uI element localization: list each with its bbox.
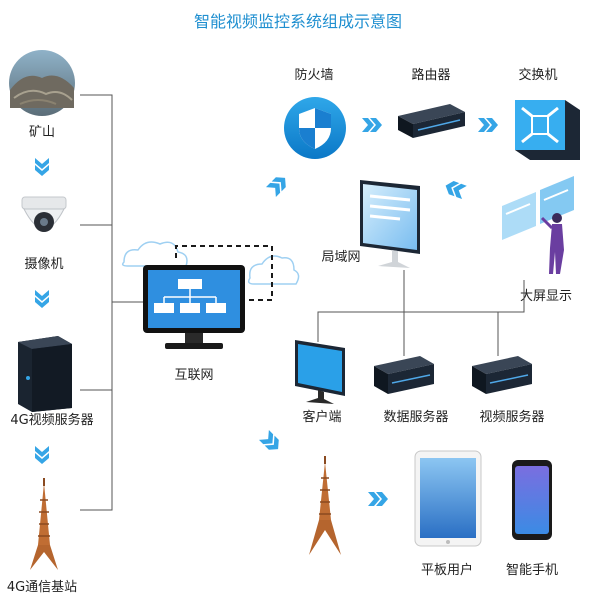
dashed-link-line xyxy=(175,245,273,301)
arrow-down-icon xyxy=(35,158,49,176)
data-server-label: 数据服务器 xyxy=(383,409,448,425)
client-monitor-icon xyxy=(295,340,345,404)
cloud-icon xyxy=(121,241,188,267)
arrow-down-icon xyxy=(35,446,49,464)
left-bracket-connector xyxy=(80,94,145,511)
base-station-tower-icon xyxy=(30,478,58,570)
mine-photo xyxy=(9,50,75,116)
arrow-right-icon xyxy=(478,118,498,132)
video-server-icon xyxy=(472,356,532,394)
internet-monitor-icon xyxy=(143,265,245,349)
switch-icon xyxy=(515,100,580,160)
video-server-label: 视频服务器 xyxy=(479,409,544,425)
cloud-icon xyxy=(247,255,300,285)
switch-label: 交换机 xyxy=(518,67,557,83)
router-label: 路由器 xyxy=(411,67,450,83)
tablet-icon xyxy=(414,450,482,547)
lan-label: 局域网 xyxy=(321,250,360,265)
arrow-right-icon xyxy=(362,118,382,132)
tower-server-icon xyxy=(18,336,72,412)
arrow-left-icon xyxy=(443,179,467,199)
base-station-4g-label: 4G通信基站 xyxy=(7,580,77,595)
smartphone-label: 智能手机 xyxy=(506,563,558,578)
big-screen-label: 大屏显示 xyxy=(520,289,572,304)
base-station-tower-icon xyxy=(309,456,341,555)
client-label: 客户端 xyxy=(302,409,341,425)
internet-label: 互联网 xyxy=(174,368,213,383)
arrow-down-icon xyxy=(35,290,49,308)
smartphone-icon xyxy=(512,460,552,540)
page-title: 智能视频监控系统组成示意图 xyxy=(194,12,402,31)
arrow-down-right-icon xyxy=(258,429,284,455)
firewall-label: 防火墙 xyxy=(294,67,333,83)
router-icon xyxy=(398,104,465,138)
arrow-right-icon xyxy=(368,492,388,506)
firewall-shield-icon xyxy=(284,97,346,159)
lan-monitor-icon xyxy=(360,180,420,268)
dome-camera-icon xyxy=(21,196,67,232)
big-screen-display-icon xyxy=(502,176,574,274)
lan-tree-lines xyxy=(317,270,525,356)
tablet-user-label: 平板用户 xyxy=(421,562,473,578)
video-server-4g-label: 4G视频服务器 xyxy=(10,412,93,428)
mine-label: 矿山 xyxy=(29,125,55,140)
arrow-up-right-icon xyxy=(265,172,291,198)
data-server-icon xyxy=(374,356,434,394)
camera-label: 摄像机 xyxy=(24,257,63,272)
